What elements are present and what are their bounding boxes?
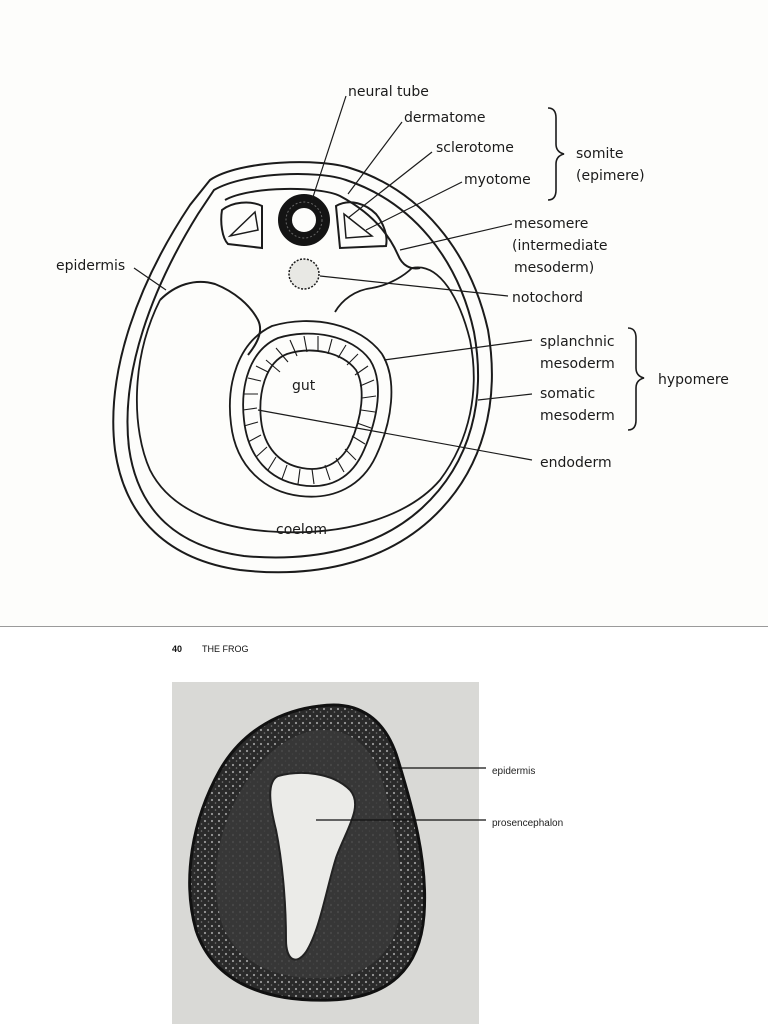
- label-dermatome: dermatome: [404, 110, 486, 126]
- somatic-leader: [477, 393, 533, 401]
- epidermis-inner-outline: [126, 173, 479, 559]
- somatopleure-left: [159, 280, 262, 356]
- somatopleure-right: [136, 266, 475, 534]
- label-somatic: somatic: [540, 386, 595, 402]
- right-somite: [334, 201, 388, 250]
- gut-wall: [229, 320, 393, 498]
- neural-canal: [292, 208, 316, 232]
- label-somatic-mesoderm: mesoderm: [540, 408, 615, 424]
- label-neural-tube: neural tube: [348, 84, 429, 100]
- label-mesoderm-intermediate: mesoderm): [514, 260, 594, 276]
- micrograph-leaders: [316, 767, 486, 821]
- embryo-cross-section-diagram: [112, 161, 493, 574]
- leader-lines: [133, 95, 533, 461]
- epidermis-leader: [133, 267, 167, 291]
- splanchnic-outline: [229, 320, 393, 498]
- mesomere-leader: [399, 223, 513, 251]
- splanchnic-leader: [383, 339, 533, 361]
- right-somite-dermatome: [343, 212, 374, 239]
- notochord-leader: [319, 275, 509, 297]
- label-gut: gut: [292, 378, 316, 394]
- label-mesomere: mesomere: [514, 216, 588, 232]
- label-notochord: notochord: [512, 290, 583, 306]
- neural-tube-leader: [311, 95, 347, 201]
- micrograph-label-prosencephalon: prosencephalon: [492, 818, 563, 829]
- label-sclerotome: sclerotome: [436, 140, 514, 156]
- label-endoderm: endoderm: [540, 455, 612, 471]
- somite-brace: [547, 107, 565, 201]
- epidermis-outer-outline: [112, 161, 493, 574]
- diagram-page: [0, 0, 768, 626]
- page-divider: [0, 626, 768, 627]
- label-somite: somite: [576, 146, 624, 162]
- left-somite: [220, 201, 263, 250]
- endoderm-leader: [257, 409, 533, 461]
- micrograph: [172, 682, 479, 1024]
- notochord: [288, 258, 320, 290]
- mesoderm-dorsal-outline: [224, 187, 421, 270]
- page-number: 40: [172, 644, 182, 654]
- label-coelom: coelom: [276, 522, 327, 538]
- hypomere-brace: [627, 327, 645, 431]
- label-intermediate: (intermediate: [512, 238, 608, 254]
- running-title: THE FROG: [202, 644, 249, 654]
- label-splanchnic: splanchnic: [540, 334, 615, 350]
- sclerotome-leader: [347, 151, 433, 219]
- label-epimere: (epimere): [576, 168, 645, 184]
- label-myotome: myotome: [464, 172, 531, 188]
- label-epidermis: epidermis: [56, 258, 125, 274]
- left-somite-dermatome: [227, 210, 259, 238]
- dermatome-leader: [347, 121, 403, 195]
- diagram-labels: neural tube dermatome sclerotome myotome…: [56, 84, 729, 538]
- micrograph-label-epidermis: epidermis: [492, 766, 535, 777]
- label-splanchnic-mesoderm: mesoderm: [540, 356, 615, 372]
- micrograph-labels: epidermis prosencephalon: [492, 766, 563, 829]
- page-header: 40 THE FROG: [172, 644, 249, 654]
- myotome-leader: [365, 181, 463, 231]
- label-hypomere: hypomere: [658, 372, 729, 388]
